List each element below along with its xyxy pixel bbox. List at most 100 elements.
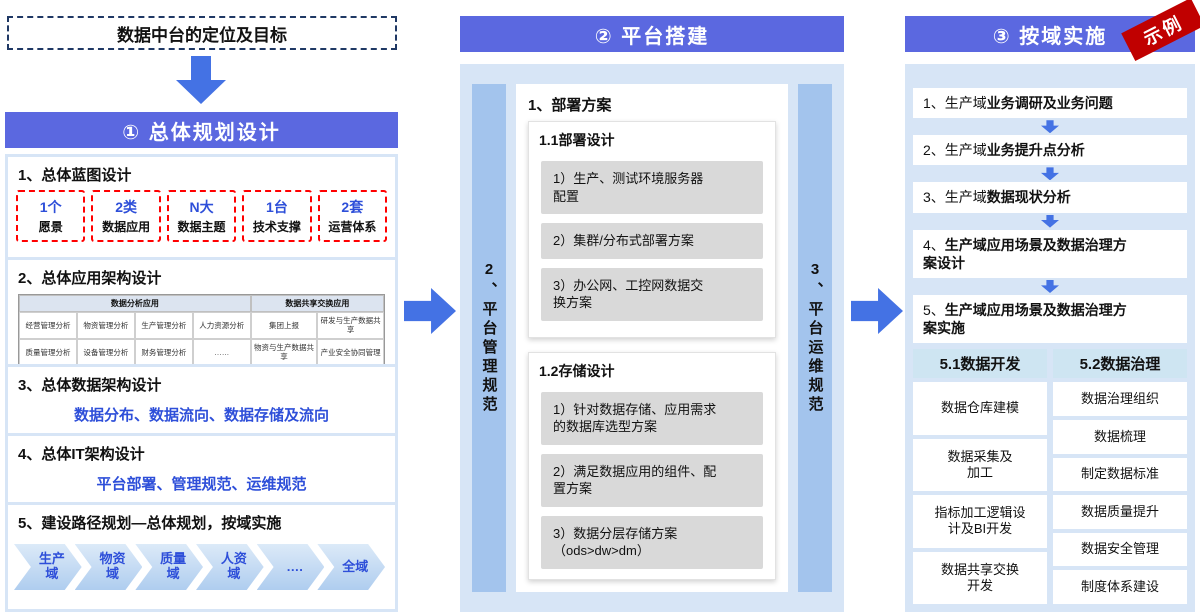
blueprint-cards: 1个 愿景 2类 数据应用 N大 数据主题 1台 技术支撑 2套 运营体系 [8, 188, 395, 244]
section-data-architecture-subtitle: 数据分布、数据流向、数据存储及流向 [73, 407, 329, 424]
step-emph: 业务提升点分析 [986, 142, 1085, 159]
step-4: 4、生产域应用场景及数据治理方 案设计 [913, 229, 1187, 278]
data-development-column: 5.1数据开发 数据仓库建模 数据采集及 加工 指标加工逻辑设 计及BI开发 数… [913, 349, 1047, 604]
table-header-exchange: 数据共享交换应用 [250, 295, 384, 313]
storage-design-item: 2）满足数据应用的组件、配 置方案 [541, 453, 763, 507]
step-prefix: 1、生产域 [923, 95, 987, 111]
left-panel: 1、总体蓝图设计 1个 愿景 2类 数据应用 N大 数据主题 1台 技术支撑 [5, 154, 398, 612]
roadmap-chevrons: 生产 域 物资 域 质量 域 人资 域 …. 全域 [8, 536, 395, 590]
data-governance-item: 制度体系建设 [1053, 570, 1187, 604]
data-governance-header: 5.2数据治理 [1053, 349, 1187, 379]
section-blueprint-title: 1、总体蓝图设计 [18, 167, 132, 184]
section-data-architecture: 3、总体数据架构设计 数据分布、数据流向、数据存储及流向 [8, 367, 395, 433]
header-domain-implementation-label: ③ 按域实施 [992, 25, 1108, 48]
section-it-architecture-title: 4、总体IT架构设计 [18, 446, 145, 463]
storage-design-title: 1.2存储设计 [539, 362, 615, 379]
deploy-design-item: 3）办公网、工控网数据交 换方案 [541, 267, 763, 321]
table-cell: …… [192, 339, 251, 364]
table-cell: 研发与生产数据共享 [317, 312, 384, 340]
right-arrow-icon [851, 288, 903, 334]
card-label: 愿景 [38, 220, 63, 234]
header-platform-build-label: ② 平台搭建 [594, 25, 710, 48]
storage-design-item: 1）针对数据存储、应用需求 的数据库选型方案 [541, 391, 763, 445]
table-cell: 物资与生产数据共享 [250, 339, 318, 364]
section-app-architecture-title: 2、总体应用架构设计 [18, 270, 162, 287]
deploy-design-title: 1.1部署设计 [539, 132, 615, 148]
step-emph: 数据现状分析 [986, 189, 1071, 206]
storage-design-item: 3）数据分层存储方案 （ods>dw>dm） [541, 515, 763, 569]
blueprint-card: 1个 愿景 [16, 190, 86, 242]
card-count: 1台 [266, 199, 288, 215]
chevron-domain: 人资 域 [196, 544, 264, 590]
step-prefix: 4、 [923, 236, 945, 253]
blueprint-card: 2套 运营体系 [317, 190, 388, 242]
card-count: 2类 [115, 199, 137, 215]
data-governance-item: 数据质量提升 [1053, 495, 1187, 529]
data-governance-item: 数据梳理 [1053, 419, 1187, 454]
chevron-domain: 质量 域 [135, 544, 204, 590]
step-1: 1、生产域业务调研及业务问题 [913, 88, 1187, 119]
goal-box-label: 数据中台的定位及目标 [117, 25, 287, 45]
right-panel: 1、生产域业务调研及业务问题 2、生产域业务提升点分析 3、生产域数据现状分析 … [905, 64, 1195, 612]
data-development-item: 数据仓库建模 [913, 382, 1047, 435]
app-architecture-table: 数据分析应用 数据共享交换应用 经营管理分析 物资管理分析 生产管理分析 人力资… [18, 294, 385, 364]
table-cell: 生产管理分析 [134, 312, 193, 340]
blueprint-card: N大 数据主题 [166, 190, 237, 242]
chevron-all-domains: 全域 [317, 544, 386, 590]
header-overall-planning: ① 总体规划设计 [5, 112, 398, 148]
table-cell: 物资管理分析 [76, 312, 135, 340]
platform-operations-bar-label: 3、平台运维规范 [806, 261, 824, 415]
step-prefix: 5、 [923, 301, 945, 318]
step-emph: 业务调研及业务问题 [986, 95, 1113, 111]
platform-management-bar-label: 2、平台管理规范 [480, 261, 498, 415]
section-roadmap-title: 5、建设路径规划—总体规划，按域实施 [18, 515, 282, 532]
step-prefix: 2、生产域 [923, 142, 987, 159]
step-emph: 生产域应用场景及数据治理方 案实施 [923, 301, 1127, 337]
section-app-architecture: 2、总体应用架构设计 数据分析应用 数据共享交换应用 经营管理分析 物资管理分析… [8, 260, 395, 364]
blueprint-card: 2类 数据应用 [91, 190, 161, 242]
chevron-domain: 生产 域 [14, 544, 82, 590]
deploy-design-card: 1.1部署设计 1）生产、测试环境服务器 配置 2）集群/分布式部署方案 3）办… [528, 121, 776, 338]
data-development-item: 数据共享交换 开发 [913, 551, 1047, 604]
storage-design-card: 1.2存储设计 1）针对数据存储、应用需求 的数据库选型方案 2）满足数据应用的… [528, 351, 776, 580]
table-cell: 经营管理分析 [19, 312, 77, 340]
table-cell: 人力资源分析 [192, 312, 251, 340]
card-label: 数据应用 [102, 220, 151, 234]
chevron-ellipsis: …. [256, 544, 325, 590]
data-governance-item: 制定数据标准 [1053, 457, 1187, 492]
card-count: 1个 [39, 199, 62, 215]
deploy-design-item: 1）生产、测试环境服务器 配置 [541, 161, 763, 215]
data-governance-item: 数据治理组织 [1053, 382, 1187, 416]
step-emph: 生产域应用场景及数据治理方 案设计 [923, 236, 1127, 271]
platform-operations-bar: 3、平台运维规范 [798, 84, 832, 592]
card-count: 2套 [341, 199, 364, 215]
section-roadmap: 5、建设路径规划—总体规划，按域实施 生产 域 物资 域 质量 域 人资 域 …… [8, 505, 395, 609]
data-development-item: 指标加工逻辑设 计及BI开发 [913, 495, 1047, 548]
section-blueprint: 1、总体蓝图设计 1个 愿景 2类 数据应用 N大 数据主题 1台 技术支撑 [8, 157, 395, 257]
down-arrow-icon [1041, 279, 1059, 293]
table-cell: 集团上报 [250, 312, 318, 340]
section-it-architecture-subtitle: 平台部署、管理规范、运维规范 [96, 476, 307, 493]
goal-box: 数据中台的定位及目标 [7, 16, 397, 50]
table-cell: 质量管理分析 [19, 339, 77, 364]
data-governance-column: 5.2数据治理 数据治理组织 数据梳理 制定数据标准 数据质量提升 数据安全管理… [1053, 349, 1187, 604]
section-it-architecture: 4、总体IT架构设计 平台部署、管理规范、运维规范 [8, 436, 395, 502]
data-development-header: 5.1数据开发 [913, 349, 1047, 379]
deployment-plan-title: 1、部署方案 [528, 97, 612, 114]
table-cell: 财务管理分析 [134, 339, 193, 364]
right-arrow-icon [404, 288, 456, 334]
down-arrow-icon [1041, 214, 1059, 228]
blueprint-card: 1台 技术支撑 [242, 190, 312, 242]
data-governance-item: 数据安全管理 [1053, 532, 1187, 567]
down-arrow-icon [1041, 167, 1059, 181]
deployment-plan-panel: 1、部署方案 1.1部署设计 1）生产、测试环境服务器 配置 2）集群/分布式部… [516, 84, 788, 592]
table-cell: 产业安全协同管理 [317, 339, 384, 364]
section-data-architecture-title: 3、总体数据架构设计 [18, 377, 162, 394]
down-arrow-icon [176, 56, 226, 104]
step-3: 3、生产域数据现状分析 [913, 182, 1187, 213]
data-development-item: 数据采集及 加工 [913, 438, 1047, 492]
table-header-analysis: 数据分析应用 [19, 295, 251, 313]
implementation-columns: 5.1数据开发 数据仓库建模 数据采集及 加工 指标加工逻辑设 计及BI开发 数… [913, 349, 1187, 604]
header-platform-build: ② 平台搭建 [460, 16, 844, 52]
